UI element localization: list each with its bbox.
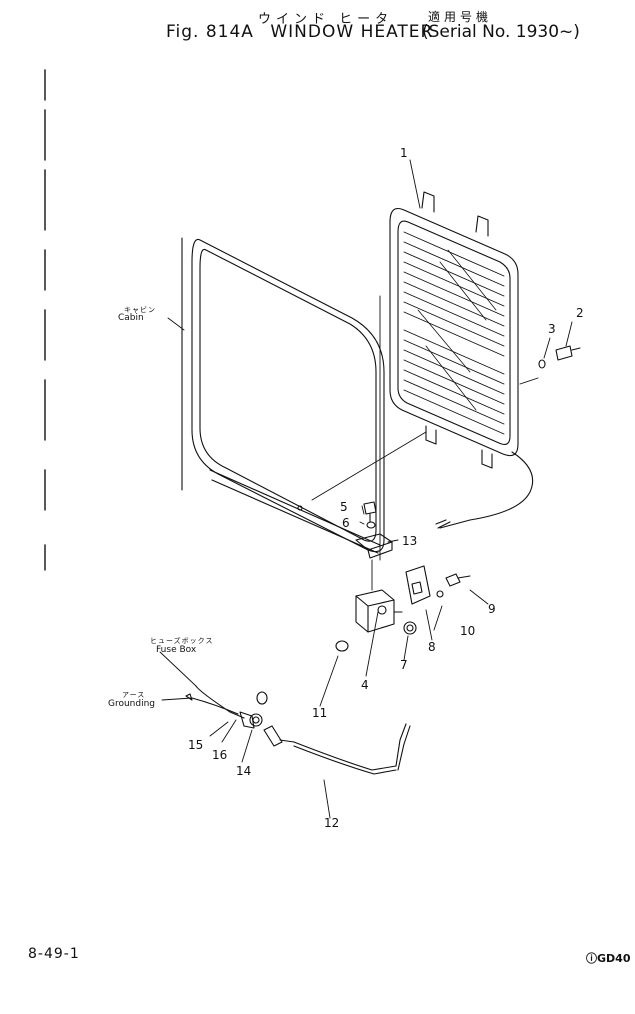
model-code: ⓘGD40 <box>586 952 631 965</box>
heater-harness <box>440 452 533 528</box>
leader-lines <box>160 160 572 818</box>
callout-15: 15 <box>188 738 204 752</box>
callout-2: 2 <box>576 306 584 320</box>
callout-8: 8 <box>428 640 436 654</box>
cabin-label: Cabin <box>118 313 144 323</box>
grounding-label-jp: アース <box>122 691 146 699</box>
callout-4: 4 <box>361 678 369 692</box>
grounding-label: Grounding <box>108 699 156 709</box>
nut-11 <box>336 641 348 651</box>
washer-3 <box>539 360 545 368</box>
cabin-label-jp: キャビン <box>124 306 156 314</box>
screw-9 <box>446 574 470 586</box>
cable-12 <box>264 724 410 774</box>
callout-9: 9 <box>488 602 496 616</box>
fuse-box-label: Fuse Box <box>156 645 197 655</box>
callout-12: 12 <box>324 816 340 830</box>
serial-range: 適用号機 (Serial No. 1930~) <box>422 10 580 42</box>
callout-11: 11 <box>312 706 328 720</box>
callout-13: 13 <box>402 534 418 548</box>
callout-14: 14 <box>236 764 252 778</box>
window-rail <box>210 470 380 553</box>
bracket-13 <box>356 534 392 558</box>
cap-14-top <box>257 692 267 704</box>
fuse-box-label-jp: ヒューズボックス <box>150 637 214 645</box>
bolt-2 <box>556 346 580 360</box>
bolt-5 <box>364 502 376 522</box>
washer-6 <box>367 522 375 528</box>
title-jp: ウインド ヒータ <box>258 12 394 27</box>
serial-jp: 適用号機 <box>428 10 493 24</box>
switch-box-4 <box>356 590 402 632</box>
heater-unit <box>390 192 518 468</box>
page-number: 8-49-1 <box>28 946 80 962</box>
callout-6: 6 <box>342 516 350 530</box>
callout-10: 10 <box>460 624 476 638</box>
callout-16: 16 <box>212 748 228 762</box>
fig-number: Fig. 814A <box>166 22 254 42</box>
callout-7: 7 <box>400 658 408 672</box>
callout-1: 1 <box>400 146 408 160</box>
connector-harness <box>186 686 262 728</box>
plate-8 <box>406 566 430 604</box>
serial-text: (Serial No. 1930~) <box>422 22 580 42</box>
fig-name: WINDOW HEATER <box>270 22 434 42</box>
washer-10 <box>437 591 443 597</box>
callout-5: 5 <box>340 500 348 514</box>
nut-7 <box>404 622 416 634</box>
page-title: Fig. 814A WINDOW HEATER <box>166 22 433 42</box>
callout-3: 3 <box>548 322 556 336</box>
